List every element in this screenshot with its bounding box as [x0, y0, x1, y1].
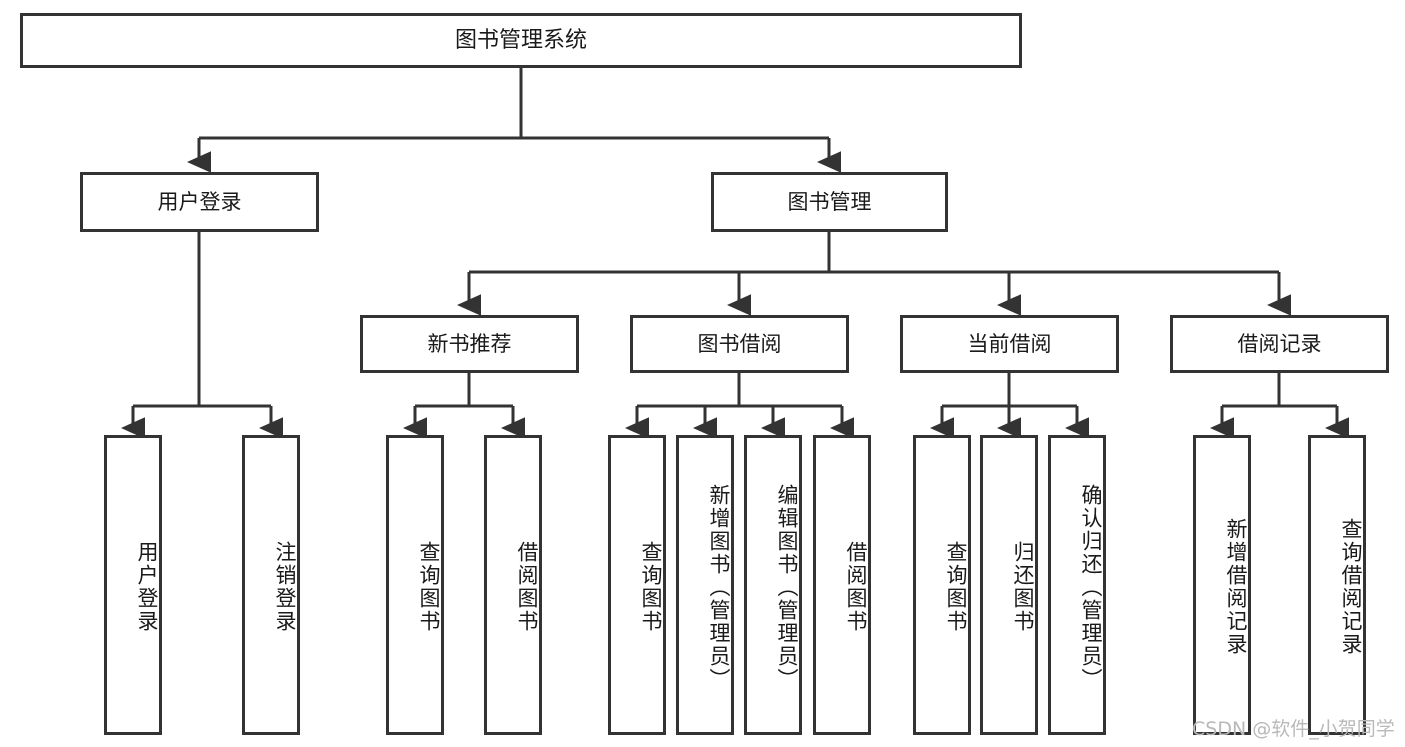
node-leaf-borrow-book-1[interactable]: 借阅图书 [484, 435, 542, 735]
node-leaf-edit-book-label: 编辑图书（管理员） [775, 483, 799, 691]
node-leaf-edit-book[interactable]: 编辑图书（管理员） [744, 435, 802, 735]
node-leaf-return-book[interactable]: 归还图书 [980, 435, 1038, 735]
node-leaf-borrow-book-1-label: 借阅图书 [515, 541, 539, 633]
edges-book-borrow-to-leaves [625, 373, 855, 439]
node-book-borrow[interactable]: 图书借阅 [630, 315, 849, 373]
node-user-login[interactable]: 用户登录 [80, 172, 319, 232]
node-current-borrow-label: 当前借阅 [967, 331, 1052, 356]
node-book-manage[interactable]: 图书管理 [711, 172, 948, 232]
edges-borrow-record-to-leaves [1210, 373, 1350, 439]
node-leaf-query-book-3-label: 查询图书 [944, 541, 968, 633]
node-leaf-user-login-label: 用户登录 [135, 541, 159, 633]
node-book-borrow-label: 图书借阅 [697, 331, 782, 356]
node-leaf-query-record-label: 查询借阅记录 [1339, 518, 1363, 656]
node-leaf-query-record[interactable]: 查询借阅记录 [1308, 435, 1366, 735]
csdn-watermark: CSDN @软件_小贺同学 [1192, 718, 1395, 740]
node-leaf-borrow-book-2[interactable]: 借阅图书 [813, 435, 871, 735]
node-leaf-confirm-return-label: 确认归还（管理员） [1079, 483, 1103, 691]
node-leaf-logout-login-label: 注销登录 [273, 541, 297, 633]
node-leaf-confirm-return[interactable]: 确认归还（管理员） [1048, 435, 1106, 735]
node-leaf-user-login[interactable]: 用户登录 [104, 435, 162, 735]
node-book-manage-label: 图书管理 [787, 189, 872, 214]
node-root[interactable]: 图书管理系统 [20, 13, 1022, 68]
edges-new-book-recommend-to-leaves [403, 373, 526, 439]
edges-root-to-level1 [187, 68, 842, 173]
node-borrow-record-label: 借阅记录 [1237, 331, 1322, 356]
node-leaf-query-book-3[interactable]: 查询图书 [913, 435, 971, 735]
edges-user-login-to-leaves [121, 232, 284, 439]
node-current-borrow[interactable]: 当前借阅 [900, 315, 1119, 373]
node-leaf-add-book-label: 新增图书（管理员） [707, 483, 731, 691]
edges-book-manage-to-level2 [457, 232, 1292, 316]
node-leaf-query-book-2-label: 查询图书 [639, 541, 663, 633]
node-borrow-record[interactable]: 借阅记录 [1170, 315, 1389, 373]
edges-current-borrow-to-leaves [930, 373, 1090, 439]
node-leaf-borrow-book-2-label: 借阅图书 [844, 541, 868, 633]
node-leaf-return-book-label: 归还图书 [1011, 541, 1035, 633]
node-new-book-recommend-label: 新书推荐 [427, 331, 512, 356]
node-leaf-add-book[interactable]: 新增图书（管理员） [676, 435, 734, 735]
node-root-label: 图书管理系统 [454, 27, 587, 53]
node-leaf-query-book-2[interactable]: 查询图书 [608, 435, 666, 735]
node-user-login-label: 用户登录 [157, 189, 242, 214]
node-new-book-recommend[interactable]: 新书推荐 [360, 315, 579, 373]
node-leaf-add-record[interactable]: 新增借阅记录 [1193, 435, 1251, 735]
node-leaf-query-book-1[interactable]: 查询图书 [386, 435, 444, 735]
node-leaf-logout-login[interactable]: 注销登录 [242, 435, 300, 735]
node-leaf-add-record-label: 新增借阅记录 [1224, 518, 1248, 656]
node-leaf-query-book-1-label: 查询图书 [417, 541, 441, 633]
